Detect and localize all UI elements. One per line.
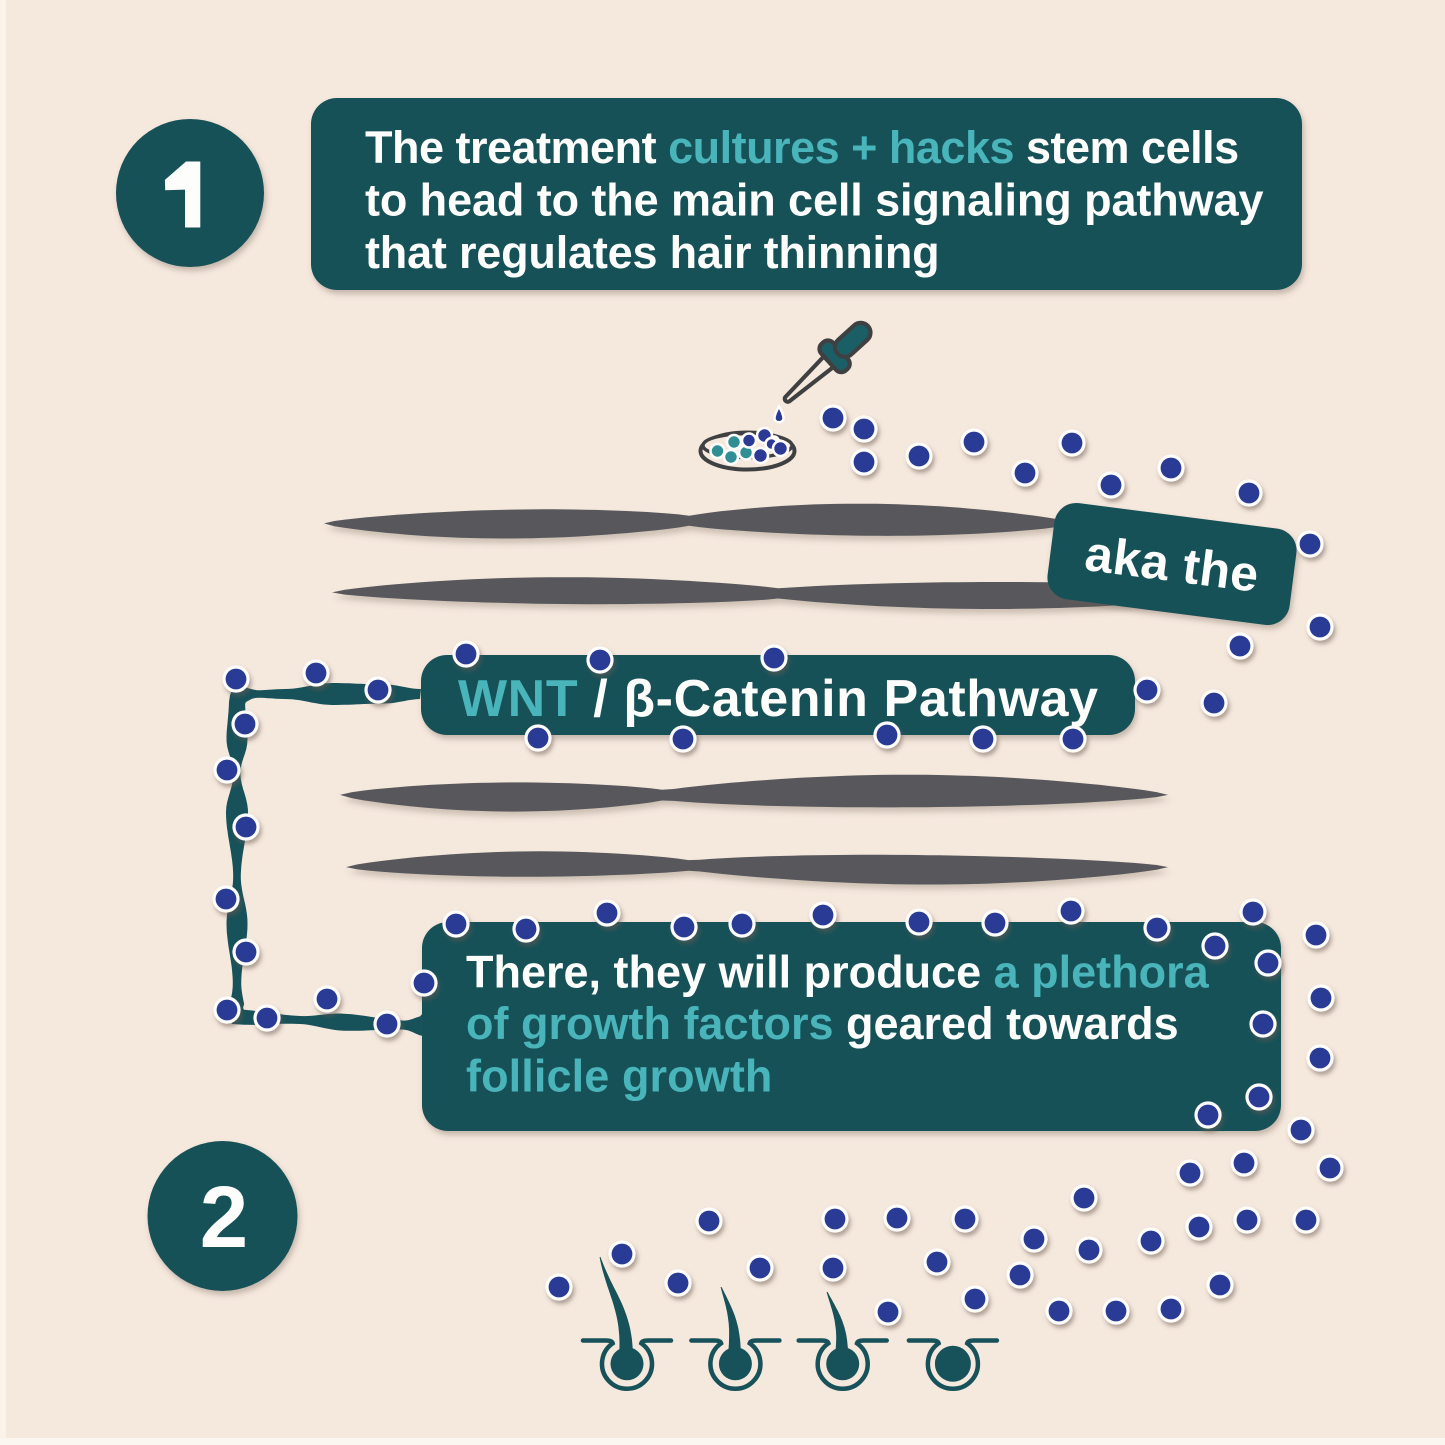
svg-text:There, they will produce a ple: There, they will produce a plethora [466,947,1210,998]
svg-text:The treatment cultures + hacks: The treatment cultures + hacks stem cell… [365,122,1239,173]
svg-text:that regulates hair thinning: that regulates hair thinning [365,227,939,278]
svg-text:2: 2 [200,1169,248,1266]
svg-text:of growth factors geared towar: of growth factors geared towards [466,998,1179,1049]
svg-text:to head to the main cell signa: to head to the main cell signaling pathw… [365,175,1264,226]
svg-text:WNT / β-Catenin Pathway: WNT / β-Catenin Pathway [458,670,1099,728]
svg-text:follicle growth: follicle growth [466,1051,773,1102]
